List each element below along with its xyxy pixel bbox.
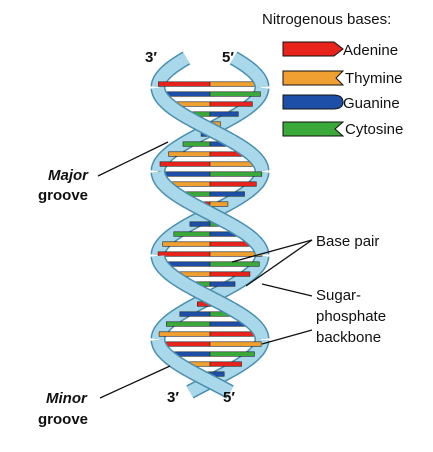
legend-label-adenine: Adenine	[343, 42, 398, 59]
base-pair-half	[162, 241, 211, 247]
legend-item-thymine: Thymine	[282, 70, 403, 87]
legend-label-thymine: Thymine	[345, 70, 403, 87]
base-pair-half	[209, 171, 263, 177]
major-groove-label-line1: Major	[48, 167, 89, 184]
backbone-leader-1	[261, 283, 313, 297]
base-pair-half	[209, 191, 245, 197]
backbone-strand-front	[150, 51, 270, 399]
base-pair-half	[209, 111, 239, 117]
base-pair-half	[209, 281, 236, 287]
base-pair-half	[158, 81, 211, 87]
thymine-swatch-icon	[282, 70, 345, 86]
backbone-label-line3: backbone	[316, 329, 381, 346]
backbone-segment	[152, 255, 268, 340]
base-pair-half	[209, 201, 229, 207]
end-label-bottom-5prime: 5′	[223, 389, 235, 406]
backbone-segment	[152, 339, 234, 398]
guanine-swatch-icon	[282, 94, 344, 110]
base-pair-half	[209, 261, 260, 267]
legend-label-guanine: Guanine	[343, 95, 400, 112]
base-pairs	[157, 81, 263, 377]
double-helix	[150, 51, 270, 399]
end-label-top-5prime: 5′	[222, 49, 234, 66]
cytosine-swatch-icon	[282, 121, 345, 137]
legend: Nitrogenous bases: Adenine Thymine Guani…	[262, 11, 403, 138]
backbone-segment	[152, 171, 268, 256]
backbone-segment	[230, 52, 268, 88]
base-pair-half	[189, 221, 211, 227]
base-pair-half	[209, 361, 242, 367]
end-label-bottom-3prime: 3′	[167, 389, 179, 406]
backbone-leader-2	[261, 329, 313, 345]
backbone-segment	[152, 87, 268, 172]
base-pair-half	[209, 181, 257, 187]
base-pair-half	[182, 141, 211, 147]
minor-groove-label-line1: Minor	[46, 390, 88, 407]
base-pair-label: Base pair	[316, 233, 379, 250]
adenine-swatch-icon	[282, 41, 344, 57]
minor-groove-leader	[99, 365, 171, 399]
base-pair-half	[157, 251, 211, 257]
base-pair-half	[179, 311, 211, 317]
backbone-label-line1: Sugar-	[316, 287, 361, 304]
base-pair-leader-1	[231, 239, 313, 263]
base-pair-half	[166, 321, 211, 327]
legend-label-cytosine: Cytosine	[345, 121, 403, 138]
backbone-callout: Sugar- phosphate backbone	[261, 283, 386, 346]
major-groove-leader	[97, 141, 169, 177]
base-pair-half	[168, 151, 211, 157]
legend-item-adenine: Adenine	[282, 41, 398, 59]
major-groove-label-line2: groove	[38, 187, 88, 204]
base-pair-half	[173, 231, 211, 237]
legend-title: Nitrogenous bases:	[262, 11, 391, 28]
base-pair-half	[209, 341, 262, 347]
base-pair-half	[209, 101, 253, 107]
end-label-top-3prime: 3′	[145, 49, 157, 66]
backbone-label-line2: phosphate	[316, 308, 386, 325]
minor-groove-label-line2: groove	[38, 411, 88, 428]
minor-groove-callout: Minor groove	[38, 365, 171, 428]
legend-item-cytosine: Cytosine	[282, 121, 403, 138]
base-pair-half	[209, 271, 251, 277]
legend-item-guanine: Guanine	[282, 94, 400, 112]
base-pair-half	[158, 331, 211, 337]
major-groove-callout: Major groove	[38, 141, 169, 204]
base-pair-half	[209, 351, 255, 357]
base-pair-half	[159, 161, 211, 167]
base-pair-leader-2	[245, 239, 313, 287]
base-pair-half	[209, 91, 261, 97]
base-pair-callout: Base pair	[231, 233, 379, 287]
